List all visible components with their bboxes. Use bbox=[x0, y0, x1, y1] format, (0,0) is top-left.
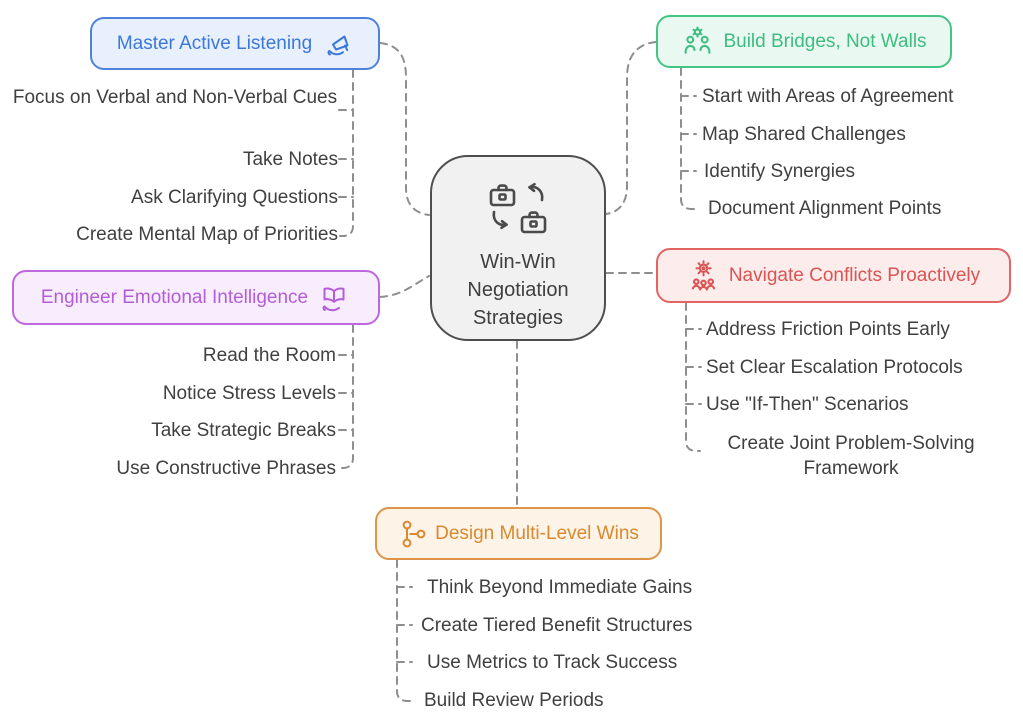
item-if-then-scenarios[interactable]: Use "If-Then" Scenarios bbox=[706, 394, 909, 415]
item-take-strategic-breaks[interactable]: Take Strategic Breaks bbox=[151, 420, 336, 441]
spine-orange bbox=[396, 559, 412, 702]
item-read-the-room[interactable]: Read the Room bbox=[202, 345, 336, 366]
connector-purple-center bbox=[379, 275, 430, 298]
item-focus-verbal-nonverbal[interactable]: Focus on Verbal and Non-Verbal Cues bbox=[12, 87, 338, 108]
spine-purple bbox=[339, 324, 354, 469]
branch-node-multi-level-wins[interactable]: Design Multi-Level Wins bbox=[375, 507, 662, 560]
item-identify-synergies[interactable]: Identify Synergies bbox=[704, 161, 856, 182]
connector-blue-center bbox=[379, 42, 430, 216]
item-think-beyond-gains[interactable]: Think Beyond Immediate Gains bbox=[427, 577, 693, 598]
branch-node-master-active-listening[interactable]: Master Active Listening bbox=[90, 17, 380, 70]
branch-label: Build Bridges, Not Walls bbox=[723, 30, 927, 52]
center-title-line: Strategies bbox=[472, 307, 564, 329]
item-address-friction-points[interactable]: Address Friction Points Early bbox=[706, 319, 950, 340]
spine-green bbox=[680, 67, 696, 210]
item-create-mental-map[interactable]: Create Mental Map of Priorities bbox=[76, 224, 338, 245]
collaboration-gear-icon bbox=[681, 25, 714, 58]
center-node-win-win-negotiation[interactable]: Win-Win Negotiation Strategies bbox=[430, 155, 606, 341]
branch-node-emotional-intelligence[interactable]: Engineer Emotional Intelligence bbox=[12, 270, 380, 325]
spine-blue bbox=[339, 69, 354, 237]
item-map-shared-challenges[interactable]: Map Shared Challenges bbox=[702, 124, 906, 145]
center-title-line: Negotiation bbox=[467, 279, 569, 301]
item-tiered-benefit-structures[interactable]: Create Tiered Benefit Structures bbox=[421, 615, 693, 636]
connector-green-center bbox=[605, 41, 657, 215]
branch-label: Master Active Listening bbox=[116, 32, 313, 54]
spine-red bbox=[685, 302, 701, 452]
branch-label: Navigate Conflicts Proactively bbox=[728, 264, 981, 286]
gear-team-icon bbox=[687, 259, 720, 292]
branch-node-build-bridges[interactable]: Build Bridges, Not Walls bbox=[656, 15, 952, 68]
item-metrics-track-success[interactable]: Use Metrics to Track Success bbox=[427, 652, 678, 673]
item-take-notes[interactable]: Take Notes bbox=[242, 149, 338, 170]
branch-network-icon bbox=[398, 518, 428, 550]
item-notice-stress-levels[interactable]: Notice Stress Levels bbox=[162, 383, 336, 404]
branch-label: Engineer Emotional Intelligence bbox=[40, 286, 309, 308]
item-joint-problem-solving[interactable]: Create Joint Problem-Solving Framework bbox=[727, 433, 975, 479]
item-start-areas-agreement[interactable]: Start with Areas of Agreement bbox=[702, 86, 954, 107]
item-build-review-periods[interactable]: Build Review Periods bbox=[424, 690, 604, 711]
book-hand-icon bbox=[317, 282, 351, 314]
branch-label: Design Multi-Level Wins bbox=[435, 522, 639, 544]
center-title-line: Win-Win bbox=[480, 251, 556, 273]
item-ask-clarifying-questions[interactable]: Ask Clarifying Questions bbox=[131, 187, 338, 208]
item-use-constructive-phrases[interactable]: Use Constructive Phrases bbox=[116, 458, 336, 479]
branch-node-navigate-conflicts[interactable]: Navigate Conflicts Proactively bbox=[656, 248, 1011, 303]
center-title: Win-Win Negotiation Strategies bbox=[467, 248, 568, 332]
item-document-alignment-points[interactable]: Document Alignment Points bbox=[708, 198, 942, 219]
item-set-escalation-protocols[interactable]: Set Clear Escalation Protocols bbox=[706, 357, 963, 378]
megaphone-hand-icon bbox=[321, 28, 353, 60]
briefcase-exchange-icon bbox=[486, 179, 550, 240]
